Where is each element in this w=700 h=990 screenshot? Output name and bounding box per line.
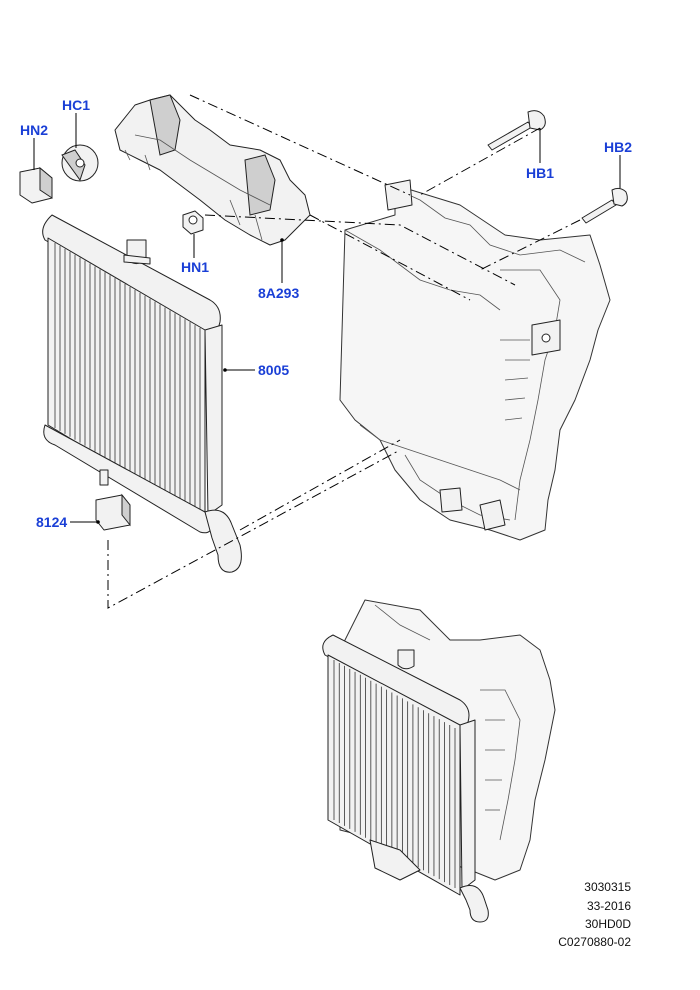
callout-8124: 8124 bbox=[36, 514, 67, 530]
radiator-8005 bbox=[42, 214, 242, 573]
ref-line-1: 3030315 bbox=[584, 880, 631, 894]
nut-hn1 bbox=[182, 210, 204, 235]
mount-8124 bbox=[95, 493, 131, 531]
radiator-fins bbox=[54, 243, 201, 513]
callout-labels: HN2 HC1 HN1 8A293 HB1 HB2 8005 8124 bbox=[20, 97, 632, 530]
callout-hb1: HB1 bbox=[526, 165, 554, 181]
upper-bracket-8a293 bbox=[114, 94, 311, 246]
nut-hn2 bbox=[19, 166, 53, 204]
callout-8a293: 8A293 bbox=[258, 285, 299, 301]
assembled-view bbox=[322, 599, 556, 923]
bolt-hb1 bbox=[487, 110, 546, 151]
ref-line-4: C0270880-02 bbox=[558, 935, 631, 949]
callout-hb2: HB2 bbox=[604, 139, 632, 155]
reference-codes: 3030315 33-2016 30HD0D C0270880-02 bbox=[558, 880, 631, 949]
fan-shroud bbox=[339, 179, 611, 541]
callout-hc1: HC1 bbox=[62, 97, 90, 113]
bolt-hb2 bbox=[581, 187, 628, 224]
leader-lines bbox=[33, 113, 621, 524]
callout-hn2: HN2 bbox=[20, 122, 48, 138]
ref-line-2: 33-2016 bbox=[587, 899, 631, 913]
ref-line-3: 30HD0D bbox=[585, 917, 631, 931]
callout-hn1: HN1 bbox=[181, 259, 209, 275]
assembled-radiator-fins bbox=[333, 660, 456, 888]
clip-hc1 bbox=[61, 144, 99, 182]
assembly-lines bbox=[107, 94, 581, 609]
callout-8005: 8005 bbox=[258, 362, 289, 378]
